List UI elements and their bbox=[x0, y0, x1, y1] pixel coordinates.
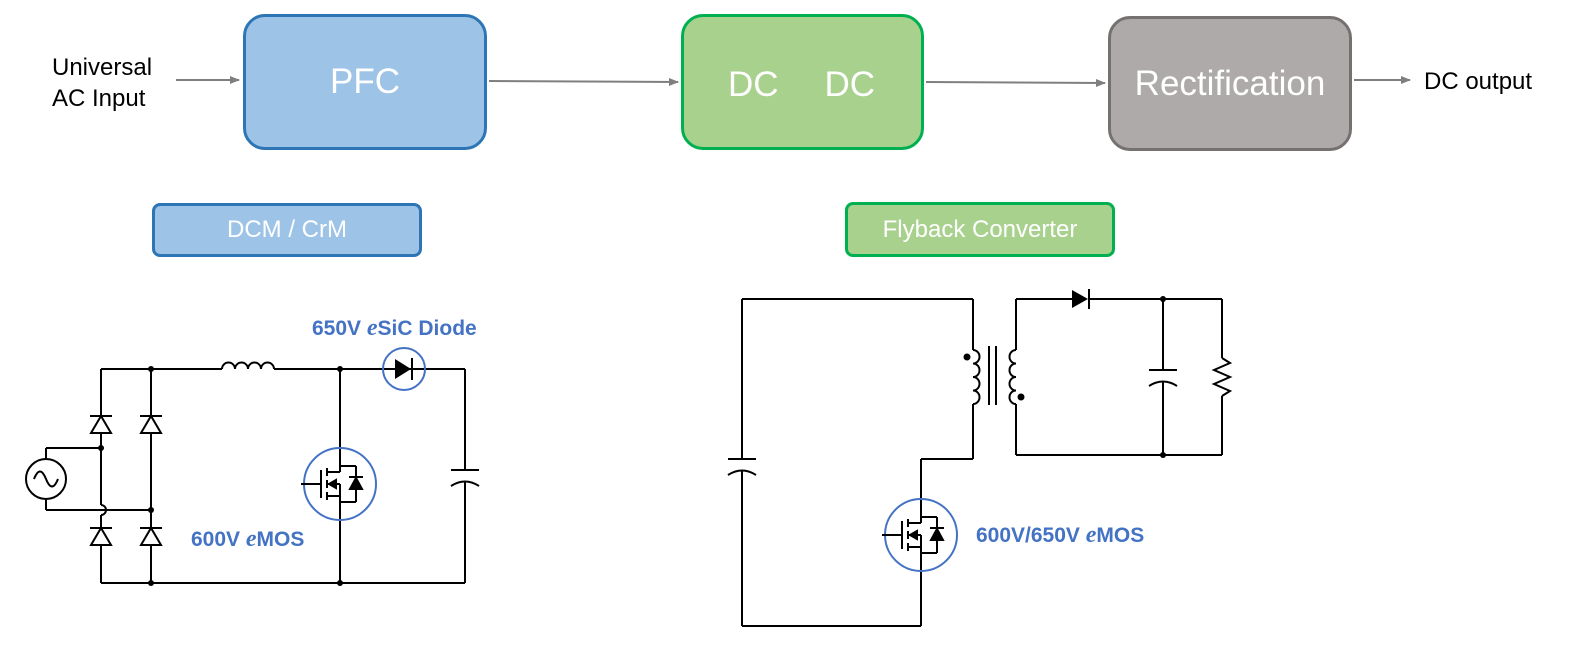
dcdc-left-label: DC bbox=[728, 65, 779, 104]
pfc-mos-name: MOS bbox=[256, 528, 305, 551]
flyback-schematic bbox=[727, 289, 1233, 627]
dcdc-right-label: DC bbox=[824, 65, 875, 104]
universal-ac-input-label: Universal AC Input bbox=[52, 52, 152, 114]
sic-diode-callout: 650V eSiC Diode bbox=[312, 315, 477, 342]
arrow-pfc-to-dcdc bbox=[488, 77, 679, 86]
diode-voltage: 650V bbox=[312, 317, 367, 340]
flyback-mosfet-callout: 600V/650V eMOS bbox=[976, 522, 1144, 549]
dcdc-topology-label: Flyback Converter bbox=[882, 215, 1078, 243]
sic-diode bbox=[382, 347, 426, 391]
pfc-schematic bbox=[25, 361, 480, 584]
input-line-2: AC Input bbox=[52, 85, 146, 112]
pfc-label: PFC bbox=[330, 62, 400, 101]
pfc-junctions bbox=[98, 366, 343, 586]
diode-e-mark: e bbox=[366, 315, 378, 341]
rectification-block: Rectification bbox=[1108, 16, 1352, 151]
diode-name: SiC Diode bbox=[377, 317, 477, 340]
arrow-dcdc-to-rect bbox=[925, 78, 1106, 87]
input-line-1: Universal bbox=[52, 54, 153, 81]
fly-mos-e-mark: e bbox=[1085, 522, 1097, 548]
pfc-block: PFC bbox=[243, 14, 487, 150]
pfc-topology-tag: DCM / CrM bbox=[152, 203, 422, 257]
dc-output-label: DC output bbox=[1424, 68, 1533, 95]
pfc-mos-voltage: 600V bbox=[191, 528, 246, 551]
rectification-label: Rectification bbox=[1134, 63, 1326, 103]
flyback-mosfet bbox=[882, 498, 958, 572]
fly-mos-name: MOS bbox=[1096, 524, 1145, 547]
pfc-mos-e-mark: e bbox=[245, 526, 257, 552]
fly-mos-voltage: 600V/650V bbox=[976, 524, 1086, 547]
dcdc-topology-tag: Flyback Converter bbox=[845, 202, 1115, 257]
pfc-topology-label: DCM / CrM bbox=[227, 216, 347, 243]
dcdc-block: DC DC bbox=[681, 14, 924, 150]
flow-arrows bbox=[176, 76, 1411, 87]
flyback-dots bbox=[963, 290, 1166, 458]
pfc-mosfet bbox=[301, 447, 377, 521]
pfc-mosfet-callout: 600V eMOS bbox=[191, 526, 304, 553]
